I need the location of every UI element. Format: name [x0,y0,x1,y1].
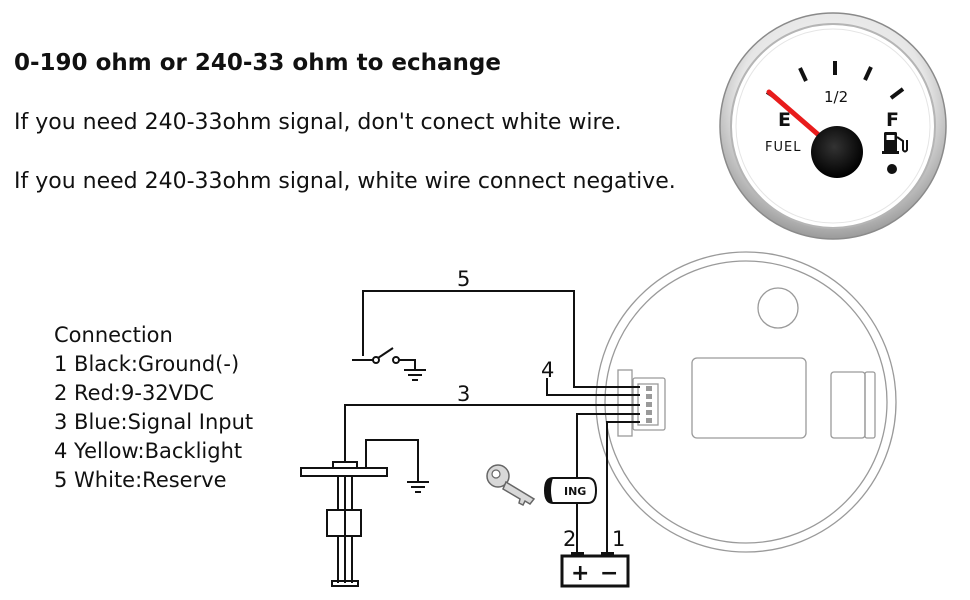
gauge-hub [811,126,863,178]
page-title: 0-190 ohm or 240-33 ohm to echange [14,50,501,76]
back-label-panel [691,357,807,439]
ignition-label: ING [564,485,586,498]
wire-3-label: 3 [457,382,470,406]
connection-item-5: 5 White:Reserve [54,468,227,492]
wire-3 [344,404,640,455]
connection-item-4: 4 Yellow:Backlight [54,439,243,463]
switch-icon [352,347,416,370]
battery-minus-label: − [600,561,618,586]
float-sensor-icon [300,439,419,587]
ignition-switch: ING [543,477,598,504]
gauge-face [730,23,936,229]
wire-1-label: 1 [612,527,625,551]
fuel-gauge: E 1/2 F FUEL [719,12,947,240]
wire-2-label: 2 [563,527,576,551]
sensor-ground-icon [407,481,429,493]
wire-2 [576,413,640,478]
wire-4 [546,378,640,396]
gauge-label-half: 1/2 [824,88,848,106]
fuel-pump-icon [882,132,908,154]
gauge-label-full: F [886,109,899,131]
key-icon [486,464,536,507]
connection-legend: Connection 1 Black:Ground(-) 2 Red:9-32V… [54,321,253,495]
wires [344,290,640,555]
connection-item-1: 1 Black:Ground(-) [54,352,240,376]
gauge-name-label: FUEL [765,140,801,155]
connection-heading: Connection [54,323,173,347]
wire-5-label: 5 [457,267,470,291]
gauge-label-empty: E [778,109,791,131]
battery-plus-label: + [571,561,589,586]
back-side-panel [830,371,866,439]
ground-icon [404,369,426,381]
connection-item-2: 2 Red:9-32VDC [54,381,214,405]
wire-4-label: 4 [541,358,554,382]
instruction-line-2: If you need 240-33ohm signal, white wire… [14,169,676,194]
connection-item-3: 3 Blue:Signal Input [54,410,254,434]
wire-1 [606,421,640,555]
battery-icon: + − [560,552,630,588]
wire-5 [362,290,640,388]
gauge-back-view [595,251,897,553]
back-mount-hole [757,287,799,329]
instruction-line-1: If you need 240-33ohm signal, don't cone… [14,110,622,135]
gauge-indicator-dot [887,164,897,174]
